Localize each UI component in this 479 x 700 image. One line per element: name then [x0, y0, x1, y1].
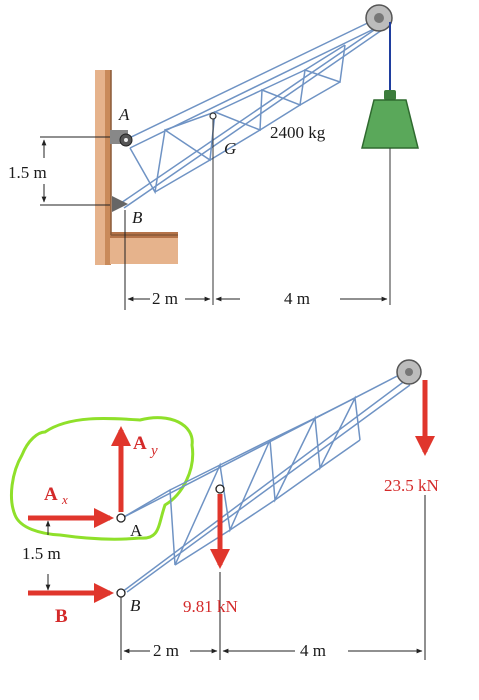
- wall: [95, 70, 178, 265]
- center-of-gravity-marker: [209, 112, 217, 120]
- highlight-scribble: [9, 416, 195, 541]
- dim-vertical-label: 1.5 m: [22, 544, 61, 563]
- mass-label: 2400 kg: [270, 123, 326, 142]
- center-of-gravity-marker: [215, 484, 225, 494]
- weight-label: 9.81 kN: [183, 597, 238, 616]
- label-point-b: B: [132, 208, 143, 227]
- pulley-icon: [396, 359, 422, 385]
- top-diagram: A B G 2400 kg 1.5 m 2 m 4 m: [8, 4, 419, 310]
- crane-truss: [117, 17, 383, 209]
- force-ax-subscript: x: [61, 492, 68, 507]
- dim-2m-label: 2 m: [153, 641, 179, 660]
- horizontal-dimension: [120, 495, 426, 660]
- force-b-label: B: [55, 606, 68, 627]
- dim-vertical-label: 1.5 m: [8, 163, 47, 182]
- pin-a: [116, 513, 126, 523]
- crane-truss-fbd: [121, 371, 411, 593]
- dim-2m-label: 2 m: [152, 289, 178, 308]
- horizontal-dimension: [124, 210, 388, 310]
- label-point-a: A: [130, 521, 143, 540]
- weight-icon: [361, 90, 419, 149]
- dim-4m-label: 4 m: [284, 289, 310, 308]
- dim-4m-label: 4 m: [300, 641, 326, 660]
- pin-b: [116, 588, 126, 598]
- pin-support-icon: [110, 130, 133, 147]
- pin-support-icon: [112, 196, 128, 212]
- vertical-dimension: [40, 136, 110, 206]
- force-ay-subscript: y: [149, 443, 158, 459]
- label-point-a: A: [118, 105, 130, 124]
- label-point-g: G: [224, 139, 236, 158]
- label-point-b: B: [130, 596, 141, 615]
- pulley-icon: [365, 4, 393, 32]
- force-ay-label: A: [133, 433, 147, 454]
- force-ax-label: A: [44, 484, 58, 505]
- load-label: 23.5 kN: [384, 476, 439, 495]
- bottom-diagram: A B A x A y B 9.81 kN 23.5 kN 1.5 m 2 m …: [9, 359, 439, 660]
